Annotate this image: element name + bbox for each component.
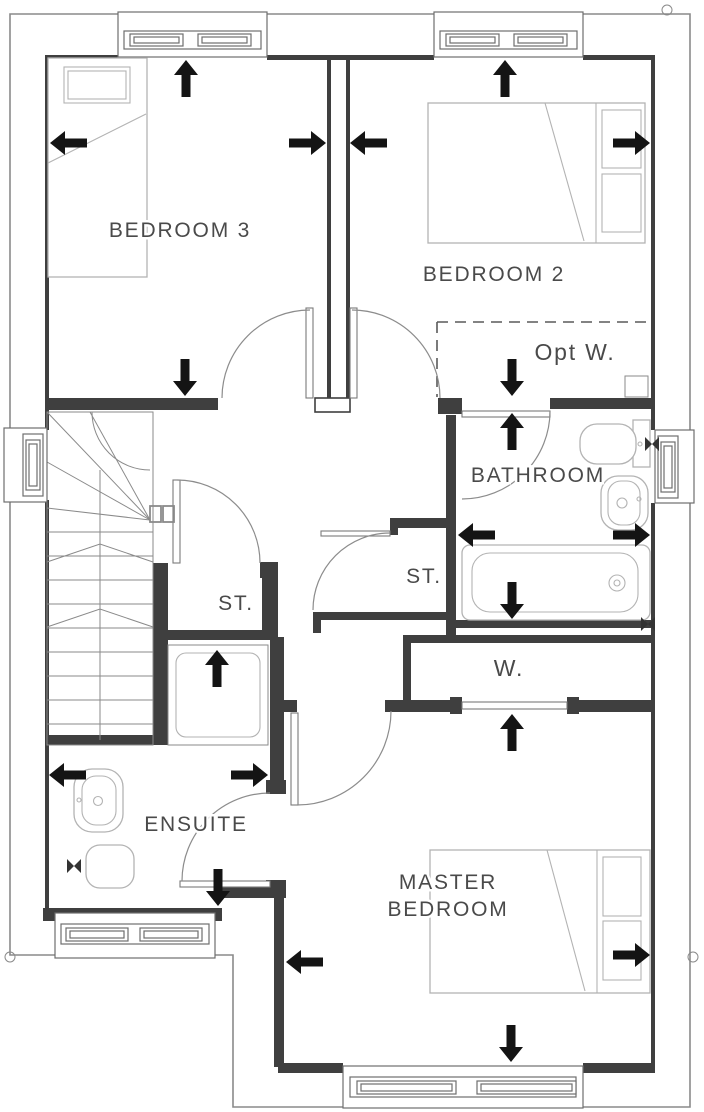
room-label-master-1: MASTER — [399, 871, 497, 894]
direction-arrow-left — [286, 950, 323, 974]
direction-arrow-left — [50, 131, 87, 155]
direction-arrow-right — [289, 131, 326, 155]
st2-door-icon — [312, 530, 391, 611]
double-bed-icon — [429, 849, 651, 994]
vent-pipe-icon — [4, 951, 16, 963]
ensuite-door-icon — [179, 792, 271, 888]
direction-arrow-up — [493, 60, 517, 97]
window-icon-stairs — [3, 427, 48, 503]
basin-icon — [73, 768, 124, 833]
window-icon-bedroom2 — [433, 11, 584, 58]
direction-arrow-down — [206, 869, 230, 906]
direction-arrows — [49, 60, 650, 1062]
room-label-bedroom3: BEDROOM 3 — [109, 219, 251, 242]
vent-pipe-icon — [661, 4, 673, 16]
window-icon-ensuite — [54, 912, 216, 959]
double-bed-icon — [427, 102, 646, 244]
windows — [3, 11, 695, 1109]
window-icon-bathroom — [654, 429, 695, 504]
direction-arrow-up — [500, 413, 524, 450]
room-label-wardrobe: W. — [494, 655, 524, 681]
toilet-icon — [579, 419, 651, 468]
room-label-master-2: BEDROOM — [387, 898, 508, 921]
direction-arrow-right — [613, 943, 650, 967]
direction-arrow-right — [613, 523, 650, 547]
direction-arrow-right — [613, 131, 650, 155]
wall-end-cap — [314, 397, 351, 413]
bedroom3-door-icon — [221, 307, 314, 399]
st1-door-icon — [172, 479, 261, 564]
single-bed-icon — [47, 57, 148, 278]
direction-arrow-left — [458, 523, 495, 547]
window-icon-master — [342, 1065, 584, 1109]
toilet-icon — [85, 844, 135, 889]
room-label-storage2: ST. — [406, 565, 442, 588]
room-label-bathroom: BATHROOM — [471, 464, 605, 487]
window-icon-bedroom3 — [117, 11, 268, 58]
stop-valve-icon — [645, 437, 659, 451]
bathroom-door-icon — [461, 410, 551, 500]
direction-arrow-left — [350, 131, 387, 155]
optional-wardrobe-outline — [436, 321, 650, 398]
room-labels: BEDROOM 3 BEDROOM 2 Opt W. BATHROOM ST. … — [106, 217, 616, 924]
direction-arrow-up — [205, 650, 229, 687]
fixtures — [47, 57, 659, 994]
doors — [172, 307, 551, 888]
stop-valve-icon — [641, 617, 655, 631]
room-label-storage1: ST. — [218, 592, 254, 615]
vent-pipe-icon — [687, 951, 699, 963]
basin-icon — [600, 475, 649, 531]
direction-arrow-up — [500, 714, 524, 751]
bedroom2-door-icon — [349, 307, 441, 399]
stairs-icon — [46, 411, 175, 746]
direction-arrow-down — [173, 359, 197, 396]
bath-icon — [461, 544, 651, 621]
direction-arrow-up — [174, 60, 198, 97]
room-label-opt-wardrobe: Opt W. — [534, 339, 615, 365]
wardrobe-sliding-door — [461, 701, 568, 710]
direction-arrow-right — [231, 763, 268, 787]
direction-arrow-left — [49, 763, 86, 787]
direction-arrow-down — [499, 1025, 523, 1062]
master-door-icon — [290, 710, 392, 806]
direction-arrow-down — [500, 359, 524, 396]
direction-arrow-down — [500, 582, 524, 619]
stop-valve-icon — [67, 859, 81, 873]
room-label-ensuite: ENSUITE — [144, 813, 248, 836]
exterior-outline — [4, 4, 699, 1108]
room-label-bedroom2: BEDROOM 2 — [423, 263, 565, 286]
